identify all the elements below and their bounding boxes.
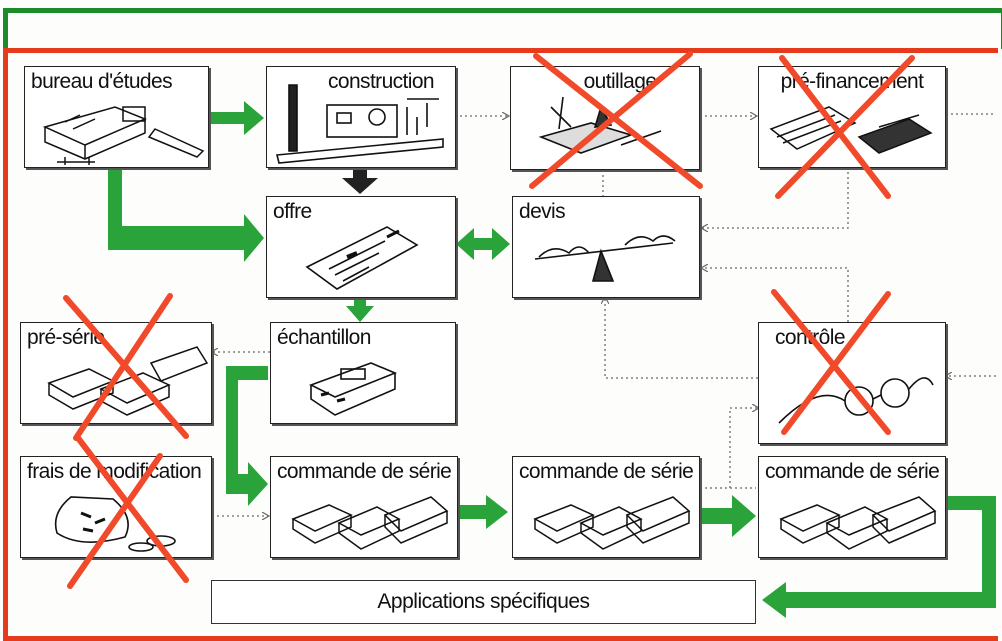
- device-icon: [308, 362, 398, 416]
- drafting-desk-icon: [42, 106, 205, 165]
- devices-icon: [47, 346, 209, 416]
- outer-green-frame: [3, 8, 1002, 49]
- tooling-icon: [538, 96, 662, 154]
- node-label: commande de série: [277, 460, 452, 483]
- glasses-icon: [778, 377, 934, 424]
- devices-icon: [779, 496, 937, 550]
- document-icon: [305, 226, 419, 290]
- node-frais-modification: frais de modification: [20, 456, 212, 558]
- node-offre: offre: [266, 196, 456, 298]
- node-label: offre: [273, 200, 312, 223]
- node-label: construction: [327, 70, 435, 93]
- node-pre-serie: pré-série: [20, 322, 212, 424]
- machine-tool-icon: [275, 84, 444, 164]
- node-controle: contrôle: [758, 322, 946, 444]
- money-icon: [769, 106, 933, 154]
- node-devis: devis: [512, 196, 700, 298]
- devices-icon: [291, 496, 449, 550]
- node-outillage: outillage: [510, 66, 700, 170]
- money-bag-icon: [54, 496, 176, 552]
- applications-box: Applications spécifiques: [211, 580, 756, 624]
- node-label: bureau d'études: [31, 70, 173, 93]
- node-label: devis: [519, 200, 566, 223]
- node-commande-serie-1: commande de série: [270, 456, 458, 558]
- balance-scale-icon: [534, 235, 676, 282]
- node-bureau-etudes: bureau d'études: [24, 66, 209, 168]
- applications-label: Applications spécifiques: [377, 590, 590, 613]
- node-construction: construction: [266, 66, 456, 168]
- node-commande-serie-2: commande de série: [512, 456, 700, 558]
- node-label: commande de série: [519, 460, 694, 483]
- node-label: échantillon: [277, 326, 371, 349]
- node-pre-financement: pré-financement: [758, 66, 946, 168]
- devices-icon: [533, 496, 691, 550]
- node-label: commande de série: [765, 460, 940, 483]
- node-echantillon: échantillon: [270, 322, 456, 424]
- node-commande-serie-3: commande de série: [758, 456, 946, 558]
